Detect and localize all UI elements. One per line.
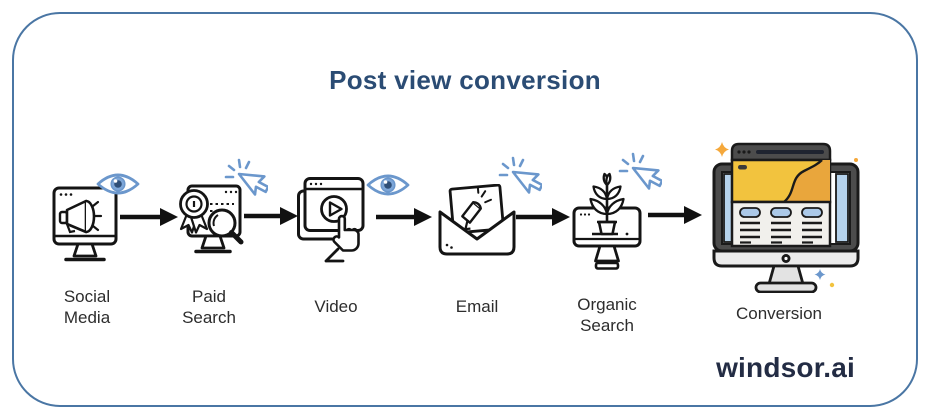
cursor-click-icon xyxy=(618,152,662,200)
flow-arrow xyxy=(376,208,432,226)
badge-browser-magnifier-icon xyxy=(179,184,244,254)
stage-email xyxy=(437,184,517,258)
eye-view-icon xyxy=(96,171,140,197)
cursor-click-icon xyxy=(224,158,268,206)
browser-play-hand-icon xyxy=(297,177,365,263)
stage-paid-search xyxy=(172,180,244,264)
flow-arrow xyxy=(516,208,570,226)
stage-social-media xyxy=(52,186,118,262)
label-email: Email xyxy=(455,297,499,316)
label-paid-search: Paid Search xyxy=(182,287,236,328)
label-organic-search: Organic Search xyxy=(577,295,637,336)
flow-arrow xyxy=(648,206,702,224)
page-title: Post view conversion xyxy=(329,65,601,95)
website-monitor-icon xyxy=(712,142,860,293)
flow-arrow xyxy=(244,207,298,225)
label-social-media: Social Media xyxy=(63,287,111,328)
label-video: Video xyxy=(314,297,358,316)
flow-arrow xyxy=(120,208,178,226)
stage-organic-search xyxy=(572,172,642,270)
stage-conversion xyxy=(710,138,868,293)
stage-video xyxy=(297,177,371,263)
envelope-megaphone-icon xyxy=(438,184,516,256)
cursor-click-icon xyxy=(498,156,542,204)
sparkle-orange xyxy=(715,142,729,157)
monitor-megaphone-icon xyxy=(52,186,118,262)
label-conversion: Conversion xyxy=(736,304,822,323)
brand-logo: windsor.ai xyxy=(716,352,855,383)
sparkle-blue xyxy=(814,269,826,280)
monitor-plant-icon xyxy=(572,172,642,270)
eye-view-icon xyxy=(366,172,410,198)
